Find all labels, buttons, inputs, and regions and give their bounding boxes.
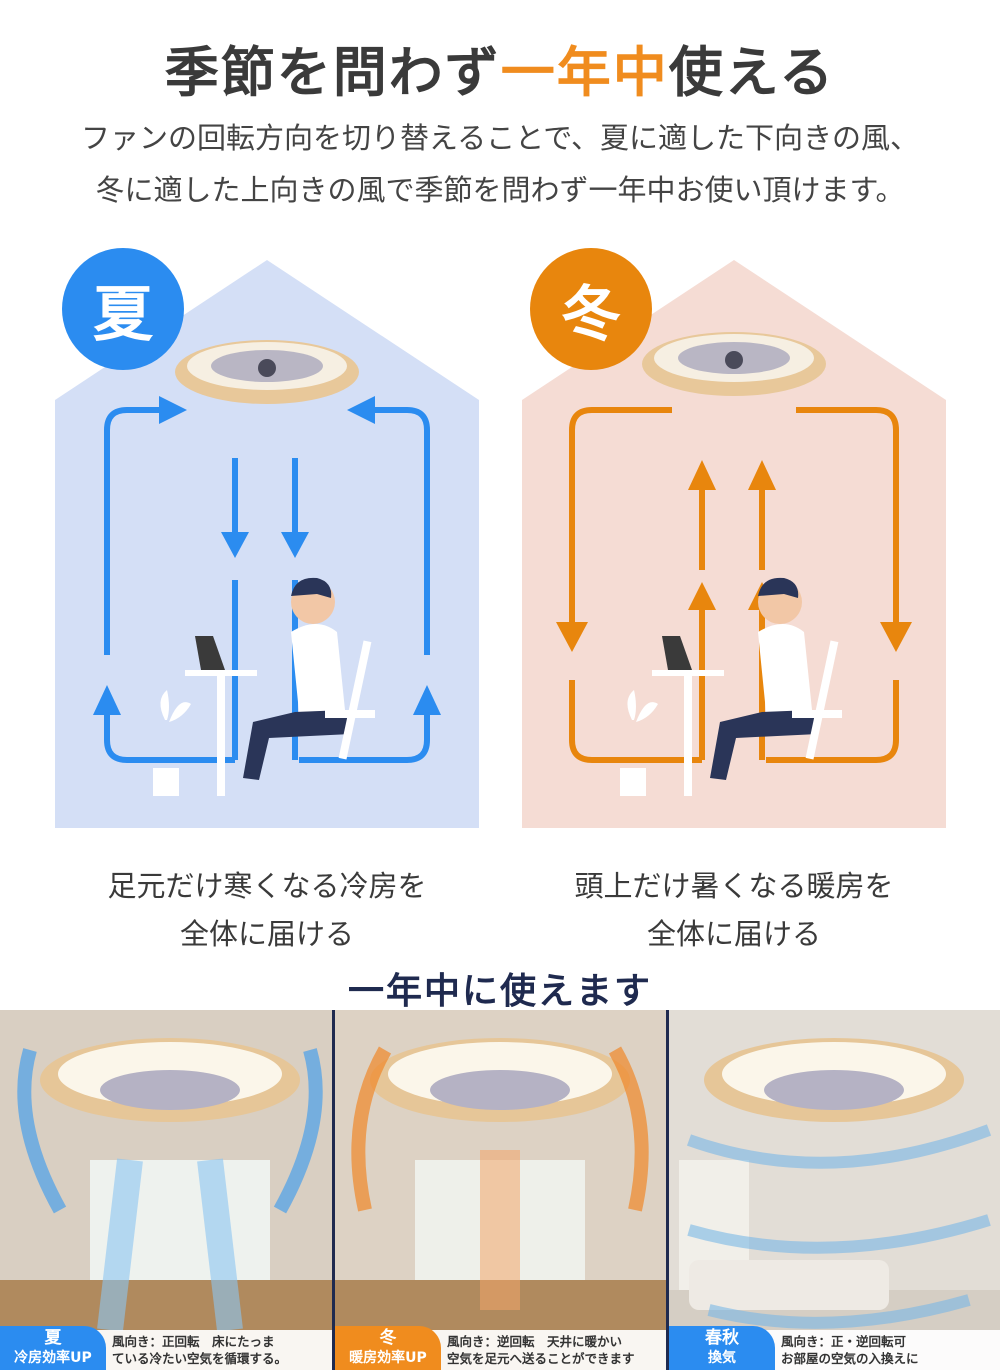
ceiling-fan-icon (642, 332, 826, 396)
summer-panel (55, 260, 479, 828)
photo-desc: 風向き：逆回転 天井に暖かい 空気を足元へ送ることができます (447, 1333, 635, 1367)
photo-divider (332, 1010, 335, 1370)
winter-illustration (522, 260, 946, 828)
winter-caption-line2: 全体に届ける (646, 917, 821, 951)
season-name: 冬 (379, 1328, 397, 1348)
title-accent: 一年中 (500, 41, 669, 104)
desc-line1: 風向き：正回転 床にたっま (112, 1334, 275, 1349)
season-name: 春秋 (705, 1328, 739, 1348)
winter-caption: 頭上だけ暑くなる暖房を 全体に届ける (522, 862, 946, 958)
desc-line2: 空気を足元へ送ることができます (447, 1351, 635, 1366)
desc-line2: お部屋の空気の入換えに (781, 1351, 919, 1366)
photo-summer: 夏 冷房効率UP 風向き：正回転 床にたっま ている冷たい空気を循環する。 (0, 1010, 332, 1370)
down-arrow-icon (93, 396, 441, 715)
desc-line1: 風向き：逆回転 天井に暖かい (447, 1334, 623, 1349)
photo-winter: 冬 暖房効率UP 風向き：逆回転 天井に暖かい 空気を足元へ送ることができます (335, 1010, 666, 1370)
photo-desc: 風向き：正回転 床にたっま ている冷たい空気を循環する。 (112, 1333, 287, 1367)
page-title: 季節を問わず一年中使える (0, 28, 1000, 107)
person-at-desk-icon (185, 577, 375, 796)
winter-panel (522, 260, 946, 828)
desc-line1: 風向き：正・逆回転可 (781, 1334, 907, 1349)
summer-caption-line1: 足元だけ寒くなる冷房を (107, 869, 427, 903)
season-sub: 暖房効率UP (349, 1350, 427, 1366)
season-sub: 冷房効率UP (14, 1350, 92, 1366)
season-tag-summer: 夏 冷房効率UP (0, 1326, 106, 1370)
photo-spring-autumn: 春秋 換気 風向き：正・逆回転可 お部屋の空気の入換えに (669, 1010, 1000, 1370)
plant-icon (620, 690, 658, 796)
title-before: 季節を問わず (164, 41, 501, 104)
desc-line2: ている冷たい空気を循環する。 (112, 1351, 288, 1366)
photo-strip: 夏 冷房効率UP 風向き：正回転 床にたっま ている冷たい空気を循環する。 冬 … (0, 1010, 1000, 1370)
person-at-desk-icon (652, 577, 842, 796)
ceiling-fan-icon (175, 340, 359, 404)
photo-divider (666, 1010, 669, 1370)
summer-caption-line2: 全体に届ける (179, 917, 354, 951)
plant-icon (153, 690, 191, 796)
season-sub: 換気 (708, 1350, 736, 1366)
summer-caption: 足元だけ寒くなる冷房を 全体に届ける (55, 862, 479, 958)
season-name: 夏 (44, 1328, 62, 1348)
winter-caption-line1: 頭上だけ暑くなる暖房を (574, 869, 894, 903)
season-tag-winter: 冬 暖房効率UP (335, 1326, 441, 1370)
subtitle-line2: 冬に適した上向きの風で季節を問わず一年中お使い頂けます。 (95, 173, 905, 207)
subtitle-line1: ファンの回転方向を切り替えることで、夏に適した下向きの風、 (80, 121, 920, 155)
summer-badge: 夏 (62, 248, 184, 370)
season-tag-spring-autumn: 春秋 換気 (669, 1326, 775, 1370)
subtitle: ファンの回転方向を切り替えることで、夏に適した下向きの風、 冬に適した上向きの風… (40, 112, 960, 216)
title-after: 使える (668, 41, 836, 104)
section-heading: 一年中に使えます (347, 971, 652, 1012)
summer-illustration (55, 260, 479, 828)
winter-badge: 冬 (530, 248, 652, 370)
photo-desc: 風向き：正・逆回転可 お部屋の空気の入換えに (781, 1333, 919, 1367)
